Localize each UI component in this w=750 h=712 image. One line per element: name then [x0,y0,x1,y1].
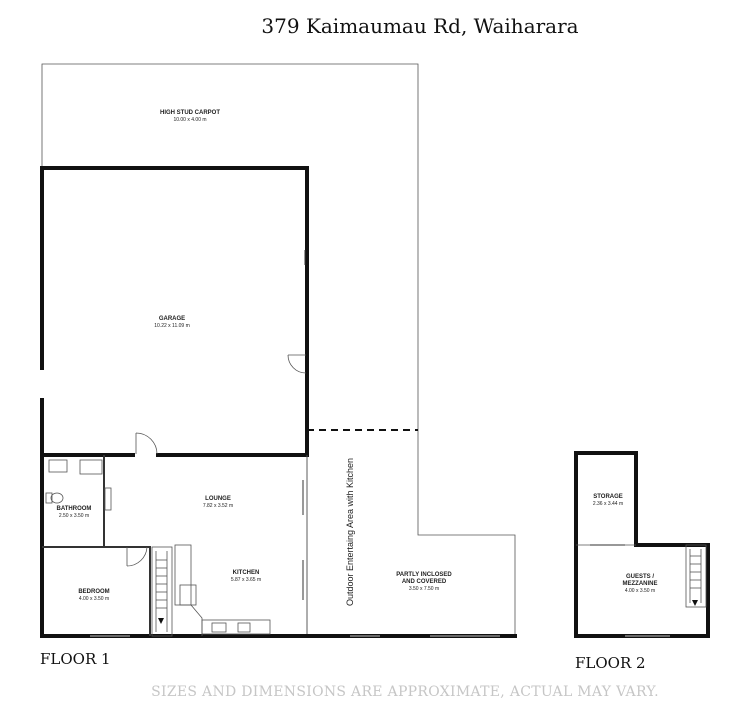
floor2-label: FLOOR 2 [575,654,646,672]
covered-name-line1: PARTLY INCLOSED [396,572,452,578]
kitchen-dims: 5.87 x 3.65 m [231,577,261,583]
shower-fixture [79,459,103,475]
garage-wall [40,166,309,457]
disclaimer-text: SIZES AND DIMENSIONS ARE APPROXIMATE, AC… [151,684,659,700]
guests-dims: 4.00 x 3.50 m [625,588,655,594]
bathroom-name: BATHROOM [57,506,92,512]
vanity-fixture [104,487,112,511]
kitchen-name: KITCHEN [233,570,260,576]
kitchen-counters [174,544,271,636]
bathroom-dims: 2.50 x 3.50 m [59,513,89,519]
covered-dims: 3.50 x 7.50 m [409,586,439,592]
storage-dims: 2.36 x 3.44 m [593,501,623,507]
floor1-label: FLOOR 1 [40,650,111,668]
lounge-name: LOUNGE [205,496,231,502]
outdoor-label: Outdoor Entertaing Area with Kitchen [345,458,355,606]
covered-name-line2: AND COVERED [402,579,447,585]
bathroom-wall [42,455,105,548]
carport-dims: 10.00 x 4.00 m [173,117,206,123]
floor2-wall [574,451,710,638]
guests-name-line1: GUESTS / [626,574,654,580]
bedroom-name: BEDROOM [78,589,109,595]
lounge-dims: 7.82 x 3.52 m [203,503,233,509]
bath-fixture [48,459,68,473]
plan-title: 379 Kaimaumau Rd, Waiharara [261,14,579,38]
garage-inner-door [135,432,158,455]
toilet-icon [45,492,64,504]
stairs-floor1 [151,546,173,637]
window-markers [90,250,500,637]
bedroom-wall [42,546,151,636]
garage-dims: 10.22 x 11.09 m [154,323,190,329]
carport-outline [41,63,516,636]
garage-side-door [287,354,307,374]
house-left-wall [40,453,309,638]
bedroom-dims: 4.00 x 3.50 m [79,596,109,602]
carport-name: HIGH STUD CARPOT [160,110,220,116]
garage-name: GARAGE [159,316,185,322]
storage-name: STORAGE [593,494,623,500]
stairs-floor2 [685,544,707,608]
bedroom-door [126,546,148,567]
guests-name-line2: MEZZANINE [623,581,658,587]
